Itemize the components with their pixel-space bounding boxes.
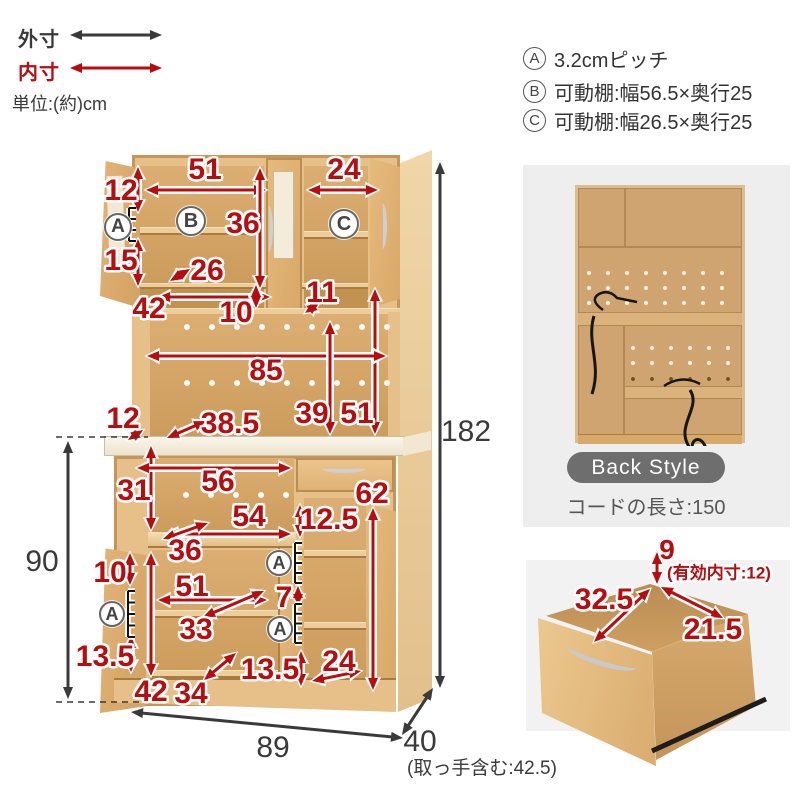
- upper-compartment-b: [140, 166, 264, 284]
- note-text: 可動棚:幅56.5×奥行25: [554, 83, 753, 105]
- back-divider: [623, 326, 625, 440]
- power-cords-icon: [590, 290, 707, 446]
- back-divider: [578, 246, 742, 248]
- back-holes: [586, 300, 736, 306]
- lower-right-door: [366, 503, 396, 696]
- dimension-label: 89: [256, 731, 290, 764]
- note-text: 可動棚:幅26.5×奥行25: [554, 112, 753, 134]
- dimension-label: 182: [440, 415, 492, 448]
- back-style-badge: Back Style: [567, 452, 725, 483]
- unit-label: 単位:(約)cm: [12, 94, 107, 114]
- back-divider: [624, 188, 626, 246]
- outer-dimension-label: 外寸: [18, 29, 60, 51]
- cabinet-side-panel: [398, 150, 432, 712]
- lower-middle-door: [278, 548, 304, 688]
- note-shelf-c: C 可動棚:幅26.5×奥行25: [523, 106, 752, 135]
- lower-right-shelf: [304, 550, 366, 558]
- hutch-right-stile: [388, 312, 400, 438]
- upper-niche-left: [140, 288, 264, 310]
- upper-right-door-handle-icon: [378, 203, 387, 249]
- circle-b-icon: B: [523, 80, 546, 103]
- back-panel-photo: [575, 185, 745, 446]
- lower-right-shelf: [304, 622, 366, 630]
- back-bottom-strip: [578, 434, 742, 444]
- back-holes: [586, 285, 736, 291]
- note-shelf-pitch: A 3.2cmピッチ: [523, 44, 668, 73]
- hutch-left-stile: [132, 312, 150, 438]
- countertop: [104, 436, 404, 456]
- back-holes: [630, 360, 736, 366]
- back-strip: [625, 386, 742, 399]
- slide-shelf: [148, 532, 296, 548]
- handle-width-note: (取っ手含む:42.5): [407, 758, 557, 779]
- shelf-b: [140, 227, 264, 235]
- shelf-c: [304, 231, 368, 239]
- lower-left-shelf: [150, 610, 278, 618]
- note-shelf-b: B 可動棚:幅56.5×奥行25: [523, 77, 752, 106]
- back-holes: [586, 270, 736, 276]
- drawer-handle-icon: [322, 464, 366, 473]
- back-strip: [578, 312, 742, 326]
- upper-left-door-inset: [106, 175, 126, 271]
- cabinet-base: [114, 678, 396, 712]
- upper-compartment-c: [304, 166, 368, 284]
- pegboard-holes: [183, 379, 395, 387]
- glass-door-handle-icon: [264, 206, 273, 252]
- lower-left-bottom: [150, 670, 278, 678]
- glass-door-panel: [273, 171, 294, 259]
- cord-length-caption: コードの長さ:150: [566, 497, 726, 519]
- dimension-label: 90: [25, 545, 59, 578]
- circle-c-icon: C: [523, 109, 546, 132]
- upper-niche-left-board: [140, 283, 266, 289]
- upper-niche-right: [304, 288, 368, 310]
- niche-holes: [182, 491, 297, 499]
- note-text: 3.2cmピッチ: [554, 50, 669, 72]
- circle-a-icon: A: [523, 47, 546, 70]
- pegboard-back: [150, 314, 388, 438]
- pegboard-holes: [183, 323, 395, 331]
- lower-right-compartment: [304, 498, 366, 686]
- upper-niche-right-board: [302, 283, 368, 289]
- back-holes: [630, 345, 736, 351]
- inner-dimension-label: 内寸: [18, 62, 60, 84]
